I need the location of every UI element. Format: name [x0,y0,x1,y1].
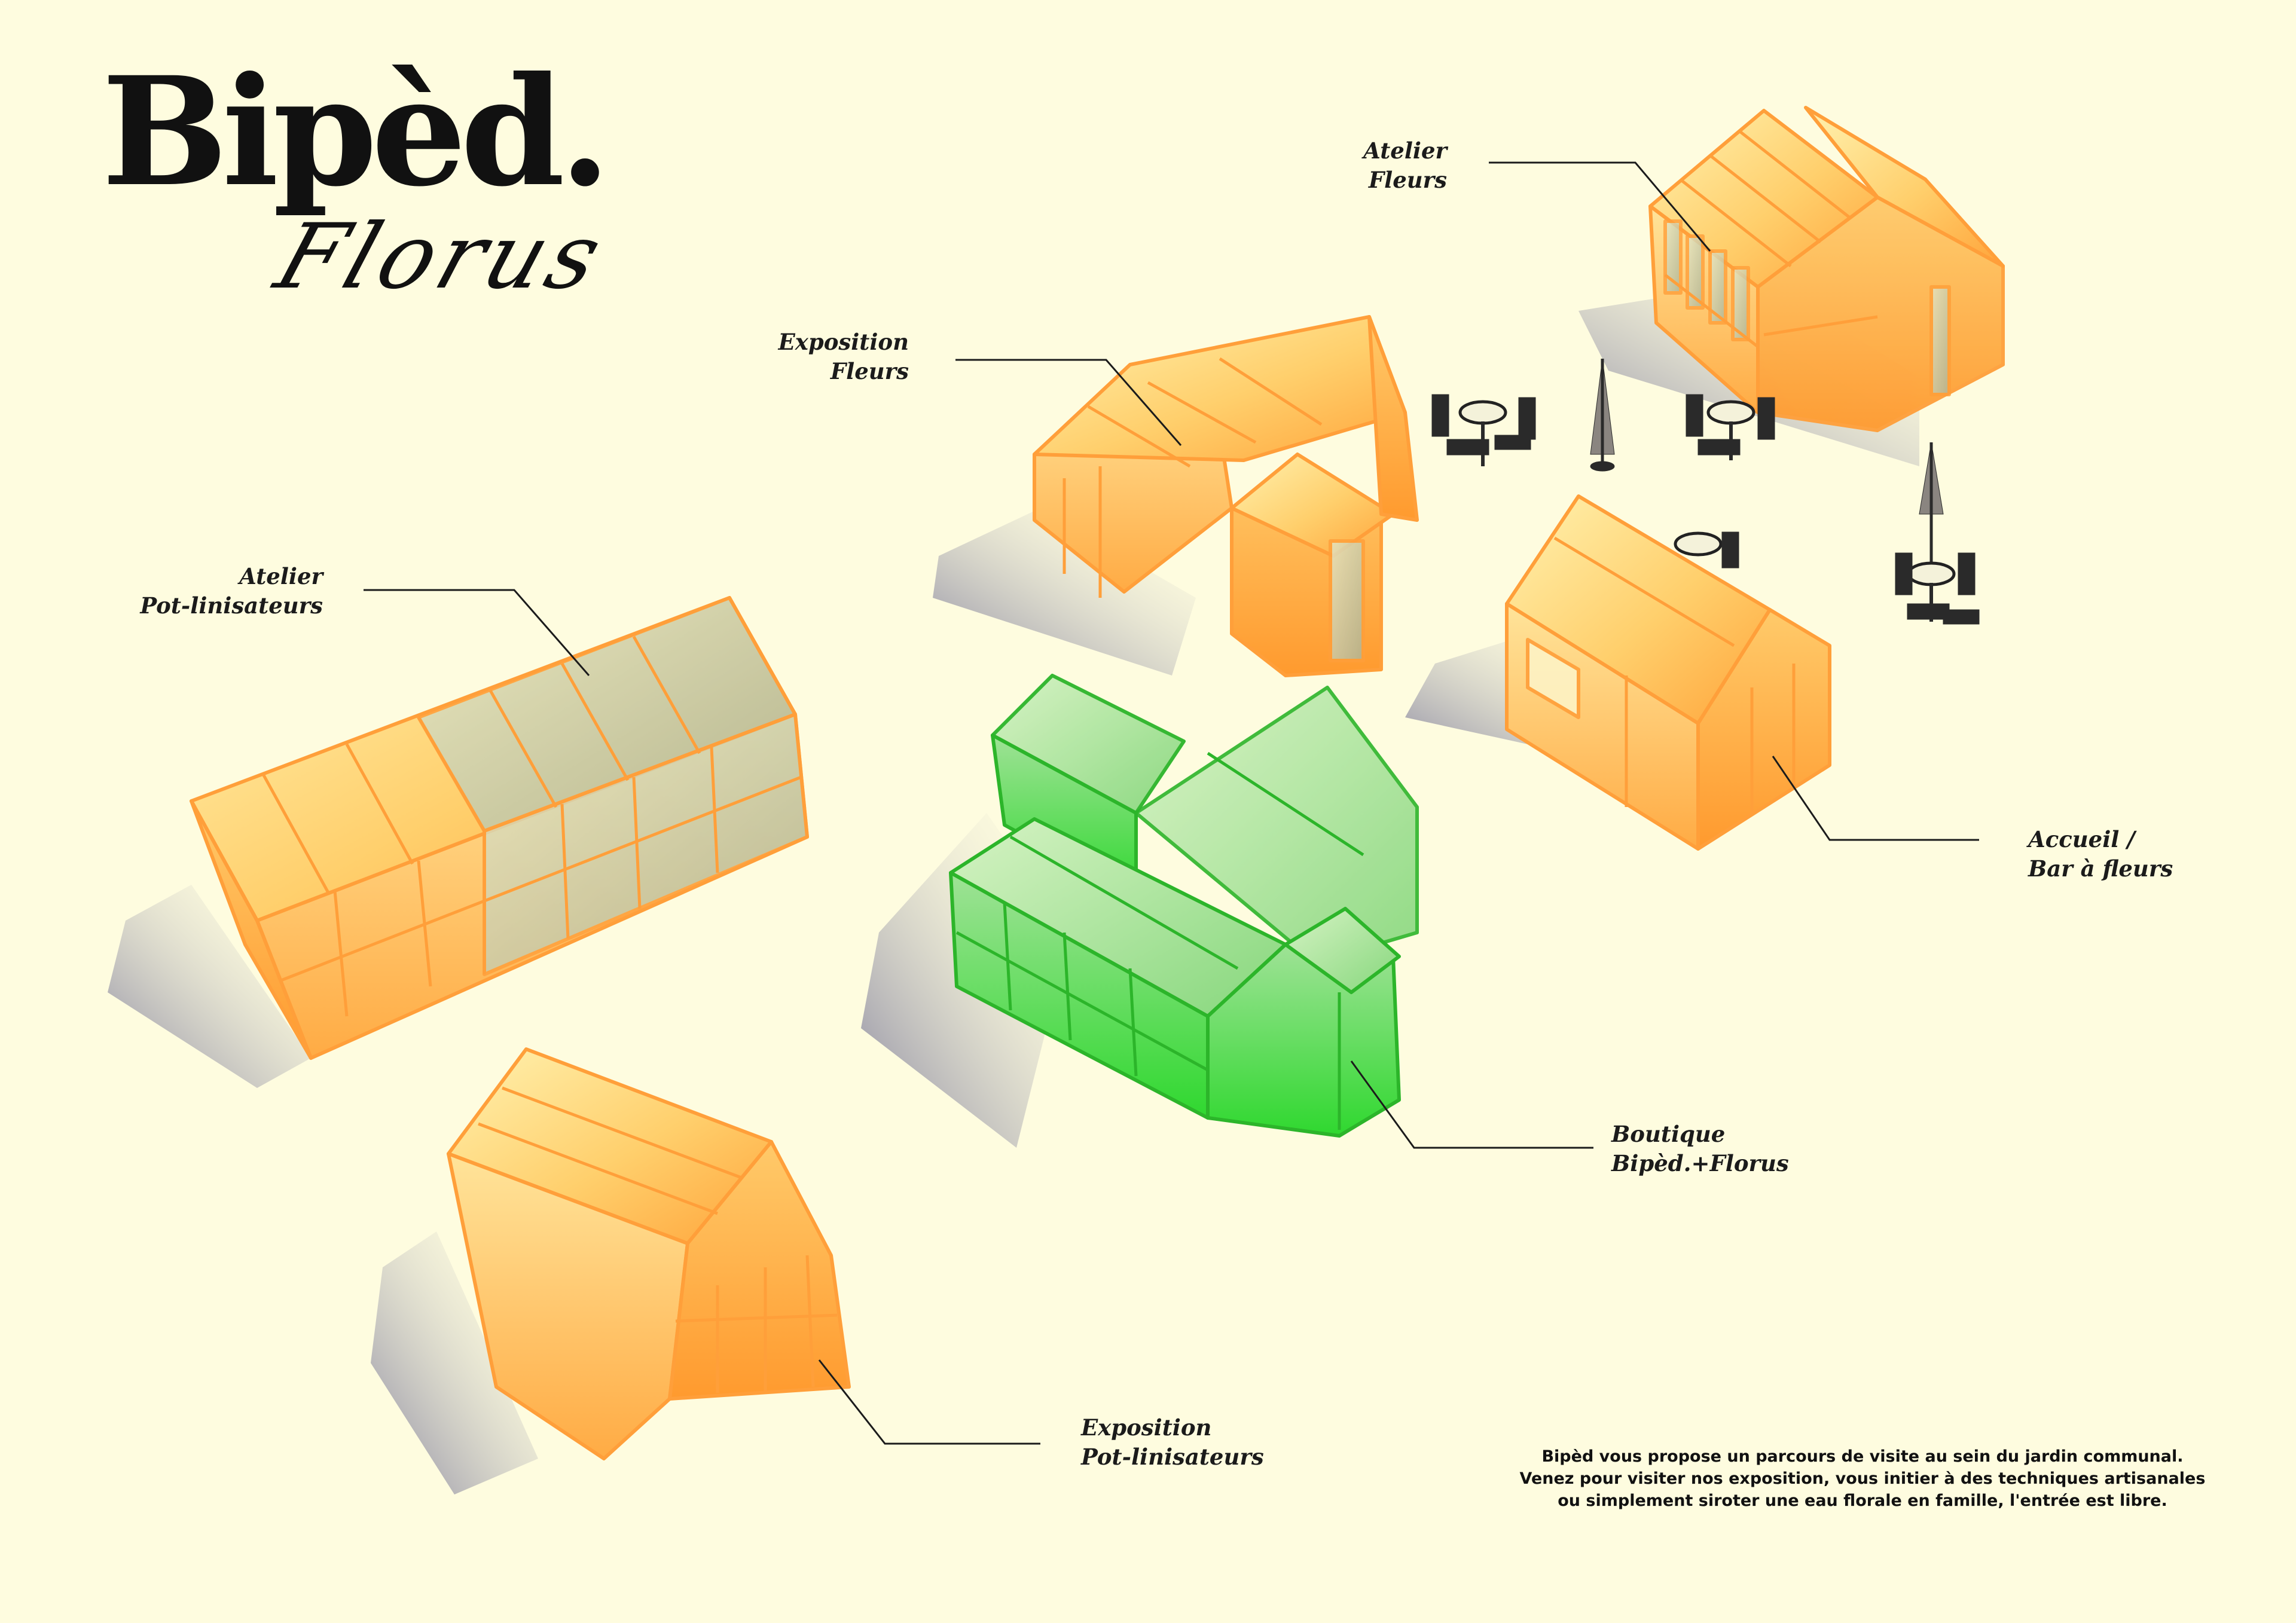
greenhouse-exposition-fleurs [1033,315,1419,677]
label-atelier-pot-line1: Atelier [239,563,323,589]
label-exposition-pot-line1: Exposition [1081,1414,1212,1441]
label-atelier-fleurs-line1: Atelier [1363,137,1447,164]
label-atelier-fleurs-line2: Fleurs [1368,167,1447,193]
label-boutique-line1: Boutique [1611,1121,1726,1147]
label-atelier-fleurs: Atelier Fleurs [1339,136,1447,195]
label-exposition-pot-line2: Pot-linisateurs [1081,1444,1264,1470]
description-line-1: Bipèd vous propose un parcours de visite… [1541,1447,2184,1466]
greenhouse-atelier-fleurs [1648,106,2005,432]
greenhouse-accueil-bar [1505,494,1831,851]
label-accueil-line2: Bar à fleurs [2028,855,2173,882]
terrace-furniture [1431,358,1980,625]
greenhouse-exposition-pot-linisateurs [447,1047,851,1460]
label-accueil-bar: Accueil / Bar à fleurs [2028,825,2173,884]
label-exposition-pot-linisateurs: Exposition Pot-linisateurs [1081,1413,1264,1472]
description-line-3: ou simplement siroter une eau florale en… [1558,1491,2167,1510]
label-atelier-pot-line2: Pot-linisateurs [140,592,323,619]
label-atelier-pot-linisateurs: Atelier Pot-linisateurs [96,562,323,621]
brand-script-wordmark: Florus [264,205,618,309]
label-exposition-fleurs-line2: Fleurs [830,358,909,384]
label-boutique-line2: Bipèd.+Florus [1611,1150,1789,1176]
brand-logo: Bipèd. [102,44,611,219]
description-line-2: Venez pour visiter nos exposition, vous … [1519,1469,2206,1488]
leader-lines [364,161,1979,1445]
visit-description: Bipèd vous propose un parcours de visite… [1477,1445,2248,1512]
greenhouse-boutique [949,674,1419,1138]
label-exposition-fleurs: Exposition Fleurs [741,328,909,386]
label-accueil-line1: Accueil / [2028,826,2135,852]
label-exposition-fleurs-line1: Exposition [778,329,909,355]
label-boutique: Boutique Bipèd.+Florus [1611,1120,1789,1178]
greenhouse-atelier-pot-linisateurs [190,596,809,1060]
